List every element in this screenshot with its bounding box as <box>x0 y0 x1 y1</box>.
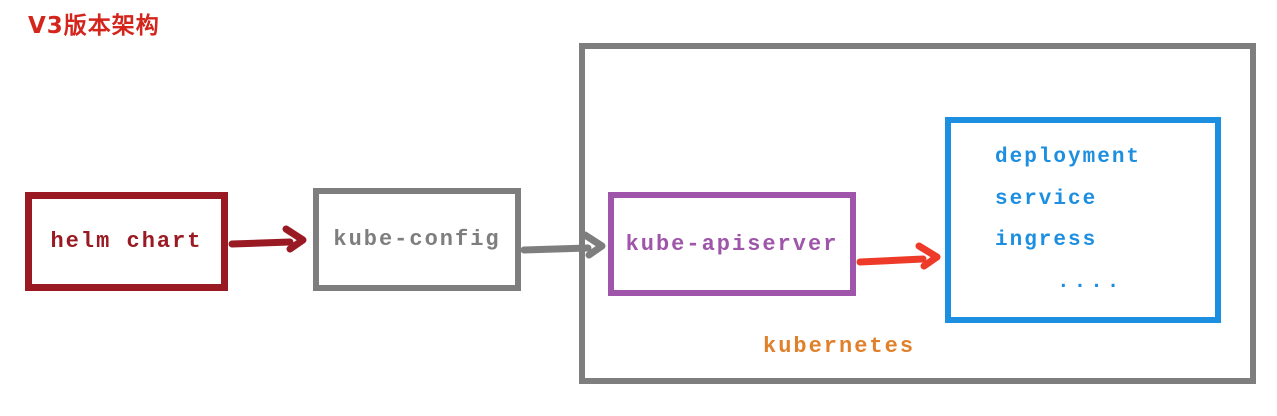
resource-service-label: service <box>995 187 1098 211</box>
kube-config-label: kube-config <box>333 227 501 252</box>
kube-config-node: kube-config <box>313 188 521 291</box>
resource-ingress-label: ingress <box>995 229 1098 253</box>
resource-deployment-label: deployment <box>995 146 1142 170</box>
diagram-title: V3版本架构 <box>28 13 160 39</box>
kubernetes-label: kubernetes <box>763 334 916 359</box>
resource-ellipsis-label: .... <box>1057 270 1124 294</box>
helm-chart-label: helm chart <box>50 229 203 254</box>
kubernetes-container-box <box>579 43 1256 384</box>
kube-apiserver-node: kube-apiserver <box>608 192 856 296</box>
arrow-helm-to-config-icon <box>228 225 307 253</box>
k8s-resources-node: deployment service ingress .... <box>945 117 1221 323</box>
helm-chart-node: helm chart <box>25 192 228 291</box>
kube-apiserver-label: kube-apiserver <box>625 231 839 257</box>
